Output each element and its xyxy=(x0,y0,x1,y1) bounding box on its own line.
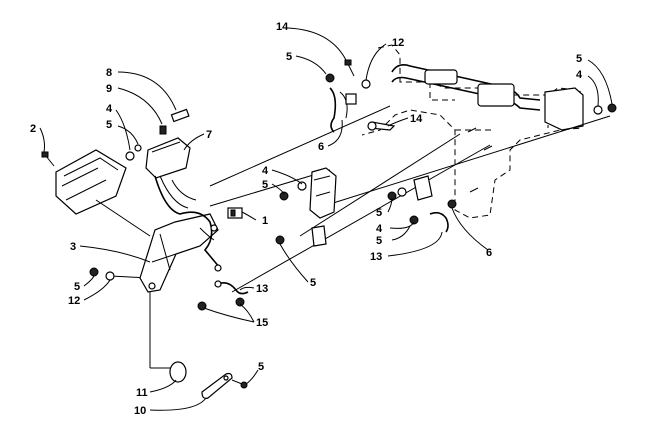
wiring-harness xyxy=(154,175,222,272)
wire-13-lower xyxy=(214,280,249,295)
light-unit xyxy=(145,137,191,179)
callout-10: 10 xyxy=(134,405,146,417)
right-grip-block xyxy=(544,87,584,131)
headlight-housing xyxy=(55,149,151,237)
bolt-2 xyxy=(41,151,55,167)
switch-small xyxy=(275,225,327,247)
callout-6-right: 6 xyxy=(486,247,492,259)
callout-12-bracket: 12 xyxy=(68,295,80,307)
callout-9: 9 xyxy=(106,83,112,95)
handlebar-frame-outline xyxy=(361,44,583,219)
callout-labels: 14 12 5 5 4 8 9 4 5 2 7 6 14 4 5 1 5 4 5… xyxy=(30,21,583,417)
clip-parts xyxy=(125,108,190,161)
callout-5-top: 5 xyxy=(286,51,292,63)
callout-4-right: 4 xyxy=(576,69,583,81)
callout-4-left: 4 xyxy=(106,103,113,115)
callout-5-cluster-b: 5 xyxy=(376,235,382,247)
bolt-14-right xyxy=(367,121,396,131)
callout-1: 1 xyxy=(262,215,268,227)
right-nut-washer xyxy=(593,103,617,115)
mount-bracket xyxy=(139,213,219,293)
nut-washer-left xyxy=(89,267,115,281)
callout-4-mid: 4 xyxy=(262,165,269,177)
callout-5-bottom: 5 xyxy=(258,361,264,373)
handlebar-tube xyxy=(391,64,541,111)
switch-housing xyxy=(279,167,337,219)
bushing-and-link xyxy=(169,361,248,399)
callout-5-right: 5 xyxy=(576,53,582,65)
callout-7: 7 xyxy=(206,129,212,141)
callout-5-centre: 5 xyxy=(310,277,316,289)
connector-1 xyxy=(227,207,243,219)
callout-12-top: 12 xyxy=(392,37,404,49)
callout-11: 11 xyxy=(136,387,148,399)
callout-14-mid: 14 xyxy=(410,113,423,125)
callout-4-cluster: 4 xyxy=(376,223,383,235)
callout-13-right: 13 xyxy=(370,251,382,263)
callout-leaders xyxy=(39,27,613,411)
leader-lines xyxy=(109,105,611,369)
throttle-switch-upper xyxy=(325,59,371,133)
callout-8: 8 xyxy=(106,67,112,79)
callout-13-left: 13 xyxy=(256,283,268,295)
right-switch-cluster xyxy=(387,127,493,233)
callout-14-top: 14 xyxy=(276,21,289,33)
callout-5-bracket: 5 xyxy=(74,281,80,293)
callout-6-top: 6 xyxy=(318,141,324,153)
callout-15: 15 xyxy=(256,317,268,329)
callout-5-mid: 5 xyxy=(262,179,268,191)
callout-3: 3 xyxy=(70,241,76,253)
callout-5-left: 5 xyxy=(106,119,112,131)
callout-2: 2 xyxy=(30,123,36,135)
callout-5-cluster-a: 5 xyxy=(376,207,382,219)
